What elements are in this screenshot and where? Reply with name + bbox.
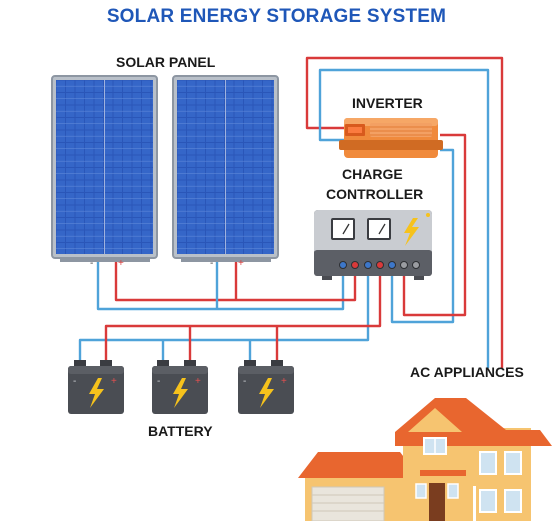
svg-text:+: + — [281, 376, 287, 387]
svg-text:+: + — [111, 376, 117, 387]
wire-ac-out-blue — [318, 68, 490, 368]
panel1-negative-mark: - — [90, 258, 93, 269]
lightning-bolt-icon — [404, 218, 419, 246]
label-charge-line1: CHARGE — [342, 166, 403, 182]
solar-panel-1 — [51, 75, 158, 262]
controller-terminals — [339, 261, 420, 269]
house-icon — [298, 398, 552, 521]
lightning-bolt-icon — [259, 378, 274, 408]
label-ac-appliances: AC APPLIANCES — [410, 364, 524, 380]
solar-panel-2 — [172, 75, 279, 262]
battery-2: - + — [152, 360, 208, 414]
wire-panel1-negative — [96, 262, 345, 311]
panel2-positive-mark: + — [238, 258, 244, 269]
diagram-title: SOLAR ENERGY STORAGE SYSTEM — [106, 6, 447, 27]
wire-controller-inverter-positive — [402, 133, 467, 317]
inverter — [339, 118, 443, 158]
svg-text:-: - — [157, 376, 160, 387]
lightning-bolt-icon — [89, 378, 104, 408]
wires — [78, 56, 504, 368]
label-charge-line2: CONTROLLER — [326, 186, 424, 202]
wire-battery-bus-negative — [78, 272, 370, 364]
panel1-positive-mark: + — [118, 258, 124, 269]
gauge-icon — [331, 218, 355, 240]
panel2-negative-mark: - — [210, 258, 213, 269]
svg-text:+: + — [195, 376, 201, 387]
wire-controller-inverter-negative — [390, 148, 455, 324]
svg-text:-: - — [243, 376, 246, 387]
battery-1: - + — [68, 360, 124, 414]
battery-3: - + — [238, 360, 294, 414]
gauge-icon — [367, 218, 391, 240]
svg-text:-: - — [73, 376, 76, 387]
charge-controller — [314, 210, 432, 280]
label-solar-panel: SOLAR PANEL — [116, 54, 216, 70]
label-battery: BATTERY — [148, 423, 213, 439]
label-inverter: INVERTER — [352, 95, 423, 111]
wire-battery-bus-positive — [104, 272, 382, 364]
lightning-bolt-icon — [173, 378, 188, 408]
